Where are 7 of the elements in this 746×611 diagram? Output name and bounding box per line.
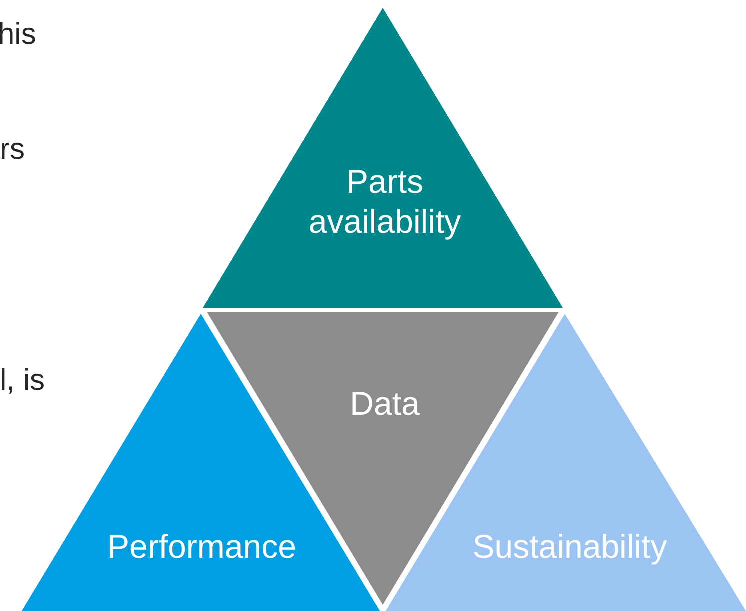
segment-label: Performance [106,527,298,567]
text-fragment: rs [0,133,25,167]
segment-label: Parts availability [308,162,462,242]
segment-label: Sustainability [472,527,668,567]
segment-label: Data [349,384,421,424]
text-fragment: l, is [0,364,45,398]
text-fragment: his [0,18,36,52]
